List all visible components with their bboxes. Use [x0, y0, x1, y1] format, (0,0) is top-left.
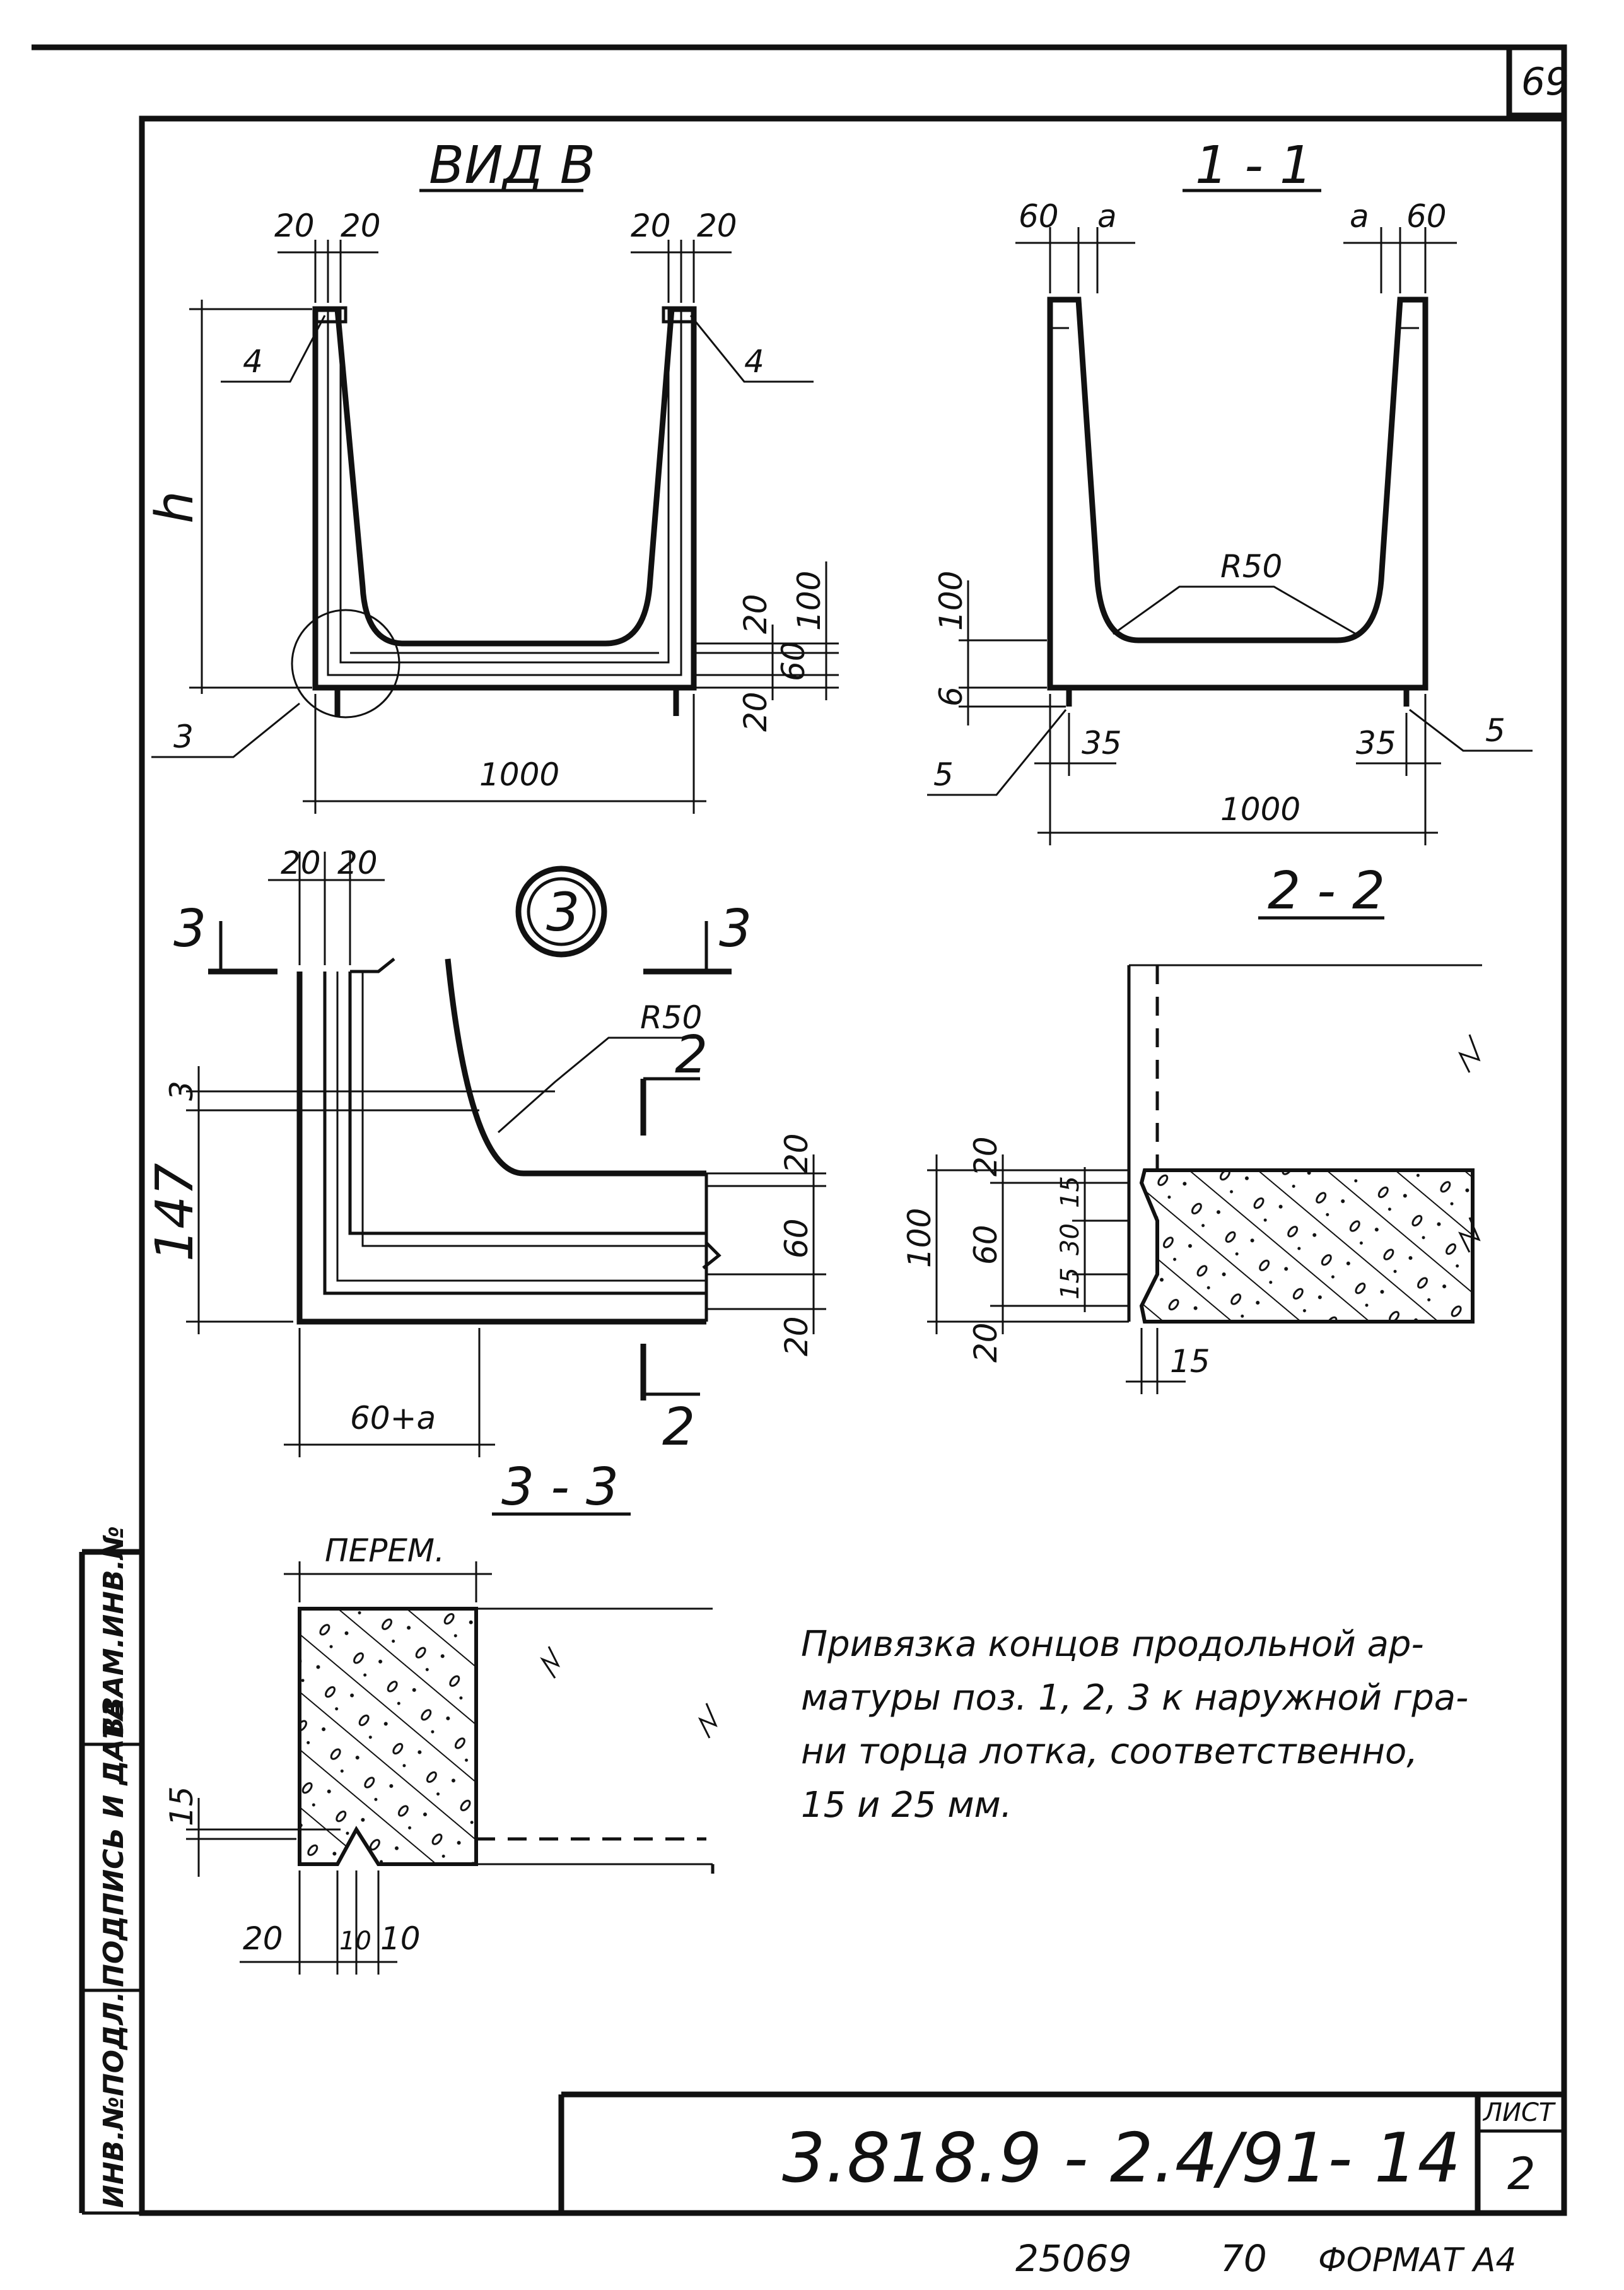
section-2-2-dim-15b: 15	[1056, 1267, 1085, 1300]
stamp-replacement-inventory: ВЗАМ.ИНВ.№	[98, 1526, 130, 1738]
sheet-frame	[32, 44, 1567, 2216]
section-3-3-dim-variable: ПЕРЕМ.	[325, 1532, 445, 1569]
section-1-1-dim-100: 100	[933, 571, 969, 631]
section-1-1: 1 - 1 R50 60 a a 60 100 6 5 5	[927, 136, 1533, 845]
view-b-callout-4-left: 4	[243, 343, 263, 380]
section-2-2-dim-30: 30	[1056, 1223, 1085, 1255]
view-b-title: ВИД В	[429, 136, 595, 196]
node-3-detail: 3 3 3 2 2 R50 20 20	[145, 845, 826, 1457]
node-3-marker: 3	[546, 881, 580, 943]
section-1-1-dim-right-a: a	[1350, 198, 1369, 235]
section-1-1-radius: R50	[1220, 548, 1282, 585]
section-2-2: 2 - 2 100 20 60 20 15 30 15 15	[901, 861, 1482, 1394]
view-b-dim-height: h	[145, 491, 205, 524]
note-line-1: Привязка концов продольной ар-	[801, 1624, 1424, 1665]
node-3-dim-bottom: 60+a	[350, 1400, 436, 1436]
general-note: Привязка концов продольной ар- матуры по…	[801, 1624, 1468, 1826]
view-b-callout-3: 3	[173, 719, 194, 755]
node-3-dim-right-20a: 20	[778, 1133, 815, 1173]
section-2-2-dim-20a: 20	[967, 1136, 1004, 1177]
node-3-dim-147: 147	[145, 1163, 205, 1262]
section-1-1-dim-right-60: 60	[1406, 198, 1447, 235]
node-3-cut-3-left: 3	[173, 899, 206, 959]
section-2-2-dim-100: 100	[901, 1208, 938, 1268]
node-3-cut-3-right: 3	[719, 899, 752, 959]
section-1-1-dim-left-a: a	[1097, 198, 1117, 235]
section-3-3: 3 - 3 ПЕРЕМ. 15 20 10 10	[163, 1457, 718, 1975]
view-b-dim-width: 1000	[479, 756, 559, 793]
view-b-dim-top-left-1: 20	[274, 208, 315, 244]
view-b-dim-right-20b: 20	[737, 691, 774, 732]
view-b-callout-4-right: 4	[744, 343, 764, 380]
sheet-number: 2	[1507, 2148, 1536, 2200]
node-3-dim-top-20a: 20	[281, 845, 321, 881]
view-b: ВИД В 20 20 20 20 h 1000	[145, 136, 839, 814]
section-1-1-title: 1 - 1	[1195, 136, 1312, 196]
node-3-dim-right-60: 60	[778, 1218, 815, 1259]
node-3-dim-3: 3	[163, 1081, 200, 1101]
section-1-1-dim-left-60: 60	[1019, 198, 1059, 235]
stamp-signature-date: ПОДПИСЬ И ДАТА	[98, 1698, 130, 1987]
view-b-dim-top-left-2: 20	[341, 208, 381, 244]
view-b-dim-right-60: 60	[775, 641, 812, 681]
section-3-3-dim-10b: 10	[380, 1920, 421, 1957]
footer-copies: 70	[1220, 2237, 1267, 2280]
section-1-1-dim-width: 1000	[1220, 791, 1300, 828]
stamp-inventory-original: ИНВ.№ПОДЛ.	[98, 1991, 130, 2208]
section-3-3-dim-15: 15	[163, 1786, 200, 1826]
node-3-radius: R50	[640, 999, 702, 1036]
footer-format: ФОРМАТ А4	[1318, 2241, 1516, 2279]
document-code: 3.818.9 - 2.4/91- 14	[782, 2119, 1461, 2198]
section-2-2-dim-60: 60	[967, 1224, 1004, 1265]
note-line-3: ни торца лотка, соответственно,	[801, 1731, 1418, 1772]
section-2-2-dim-20b: 20	[967, 1322, 1004, 1363]
section-2-2-dim-15: 15	[1170, 1343, 1210, 1380]
node-3-cut-2-top: 2	[675, 1025, 708, 1085]
view-b-dim-right-20a: 20	[737, 594, 774, 634]
note-line-4: 15 и 25 мм.	[801, 1785, 1012, 1826]
note-line-2: матуры поз. 1, 2, 3 к наружной гра-	[801, 1677, 1468, 1718]
section-1-1-dim-right-35: 35	[1356, 725, 1396, 761]
node-3-cut-2-bottom: 2	[662, 1397, 695, 1457]
section-1-1-callout-5-right: 5	[1485, 712, 1505, 749]
section-1-1-callout-5-left: 5	[933, 756, 954, 793]
section-2-2-dim-15a: 15	[1056, 1176, 1085, 1208]
sheet-label: ЛИСТ	[1482, 2098, 1557, 2127]
section-3-3-dim-20: 20	[243, 1920, 283, 1957]
section-1-1-dim-left-35: 35	[1082, 725, 1122, 761]
node-3-dim-right-20b: 20	[778, 1316, 815, 1356]
view-b-dim-top-right-1: 20	[631, 208, 671, 244]
footer-inventory-number: 25069	[1015, 2237, 1132, 2280]
section-2-2-title: 2 - 2	[1268, 861, 1385, 921]
page-number: 69	[1521, 60, 1569, 104]
section-3-3-title: 3 - 3	[501, 1457, 619, 1517]
view-b-dim-right-100: 100	[791, 571, 827, 631]
view-b-dim-top-right-2: 20	[697, 208, 737, 244]
section-1-1-dim-6: 6	[933, 686, 969, 707]
section-3-3-dim-10a: 10	[339, 1927, 371, 1956]
node-3-dim-top-20b: 20	[337, 845, 378, 881]
